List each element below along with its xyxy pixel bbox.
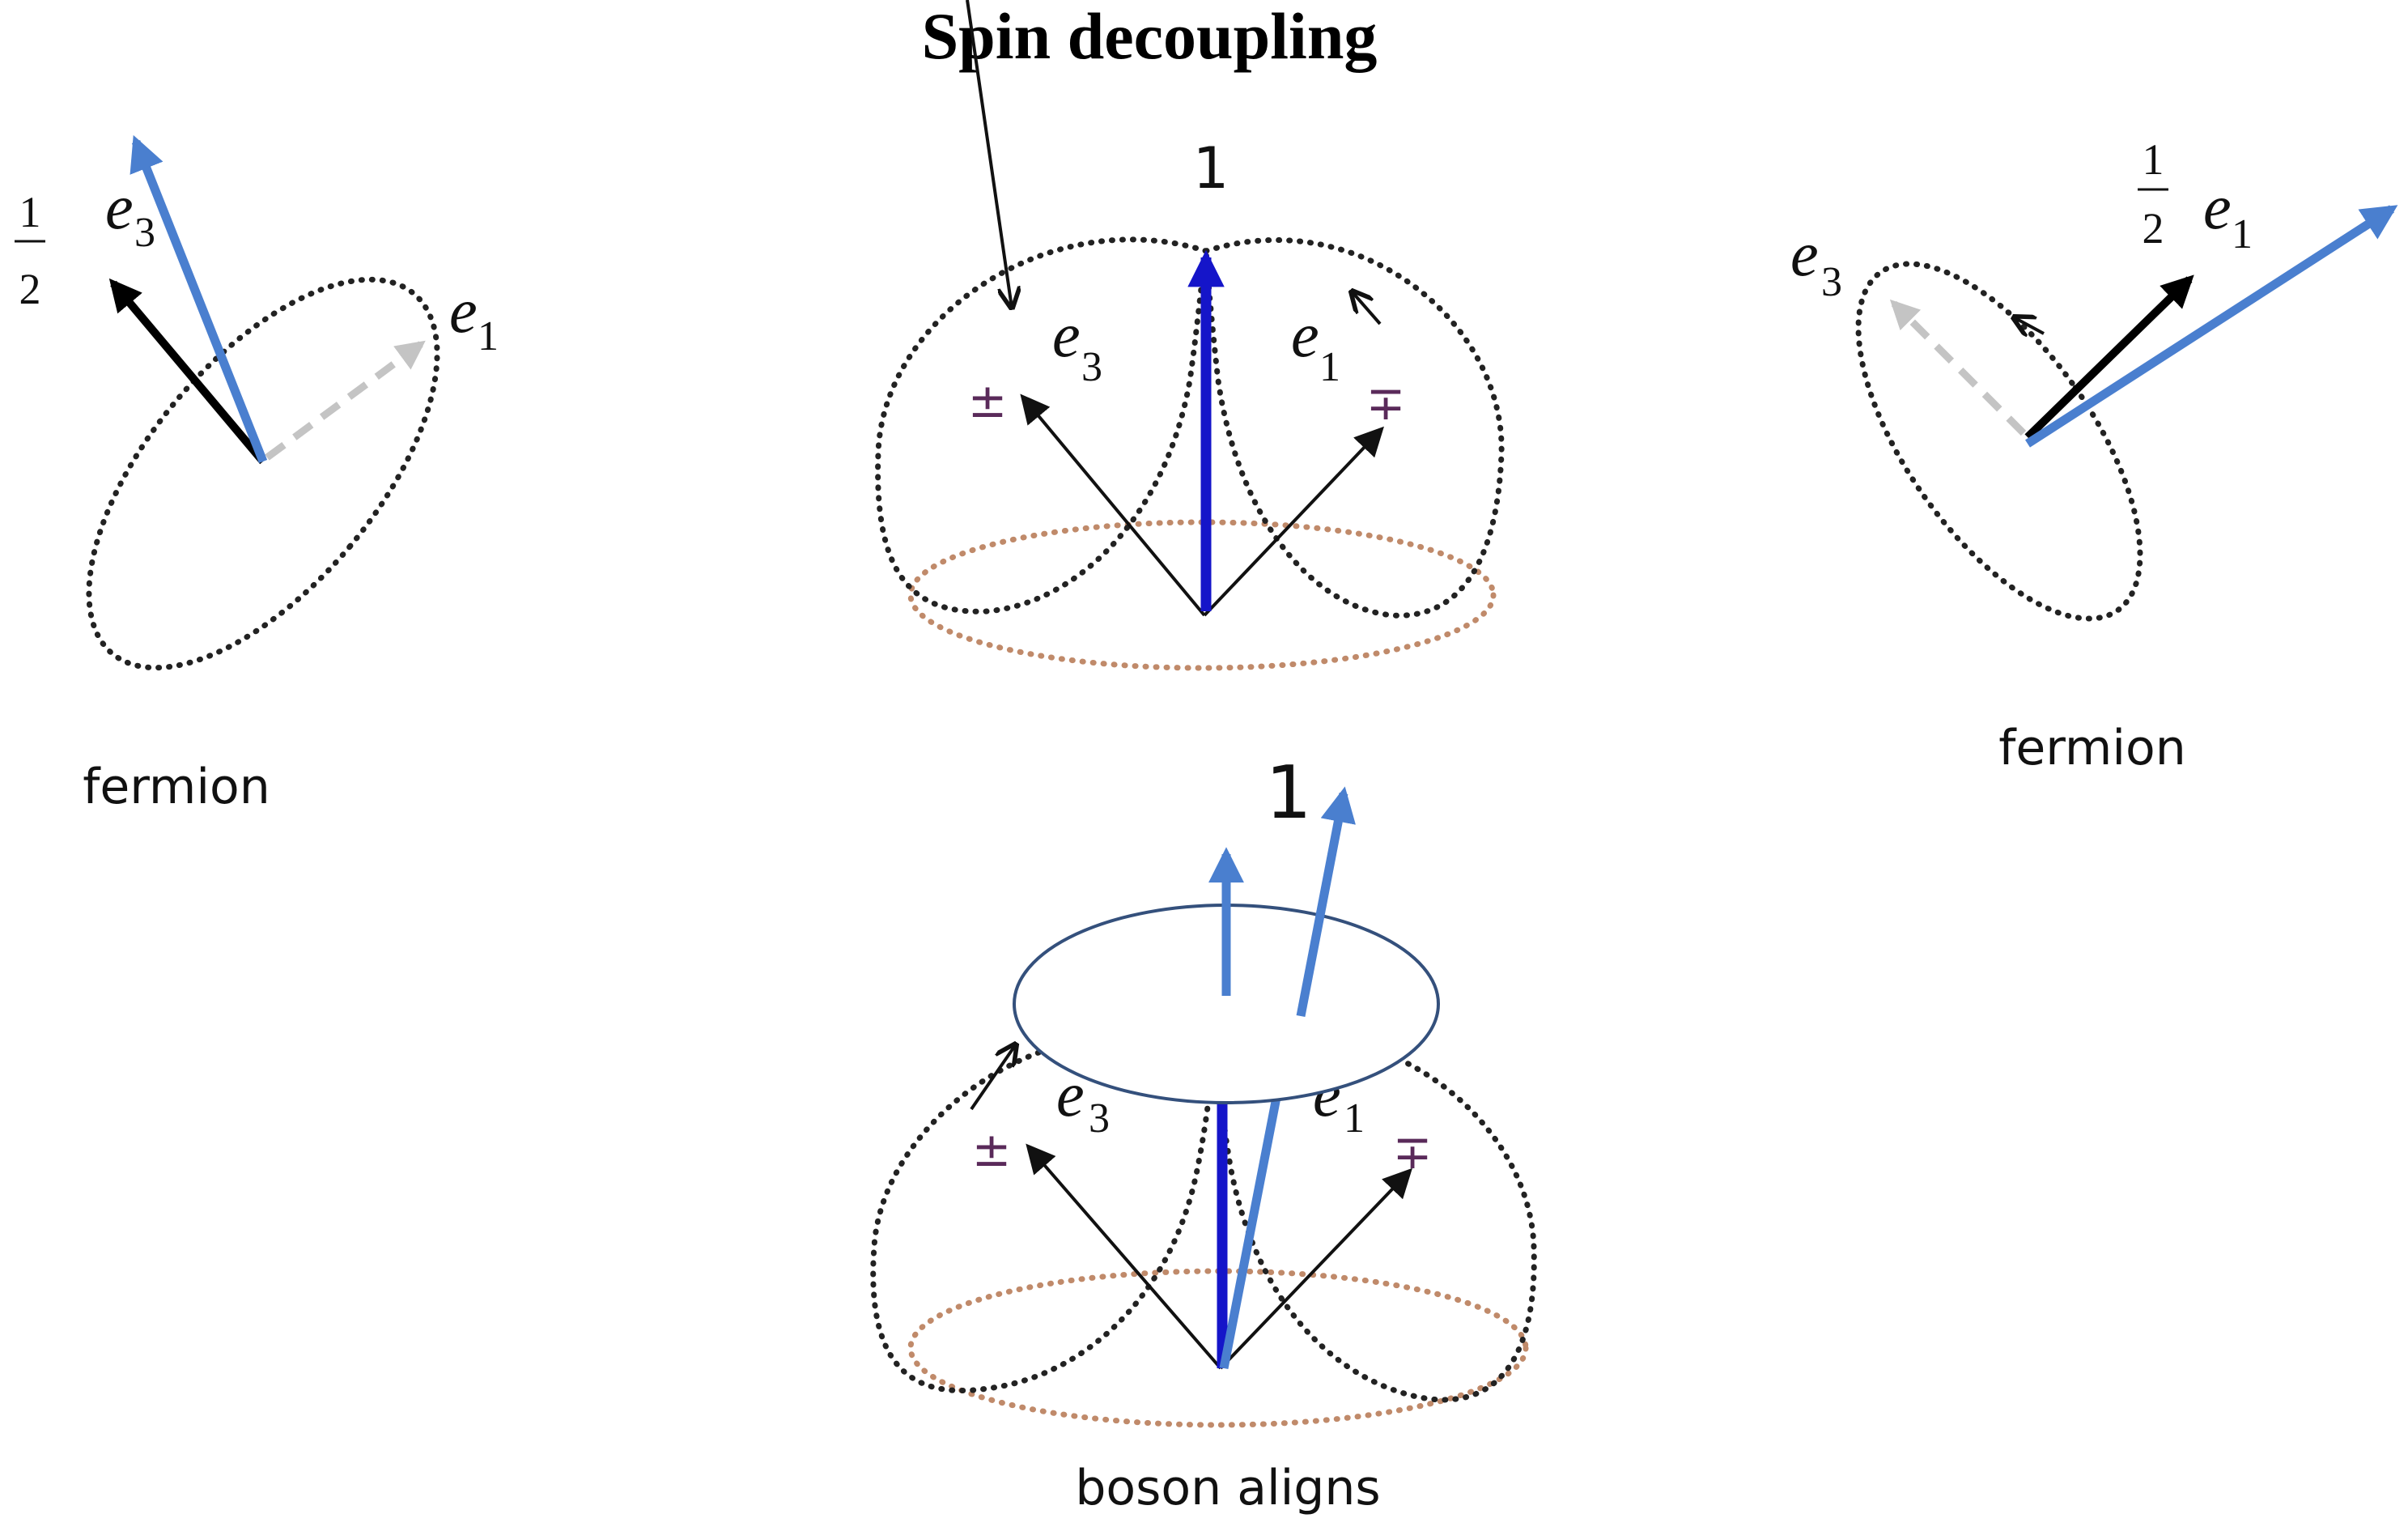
left-e1-letter: e (449, 275, 478, 346)
right-e3-letter: e (1790, 219, 1819, 289)
bottom-open-arrow-left (970, 1044, 1016, 1111)
left-caption: fermion (83, 759, 270, 815)
right-fraction-denominator: 2 (2143, 204, 2164, 253)
bottom-e1-arrow (1219, 1167, 1412, 1370)
bottom-right-dotted-loop (1211, 1031, 1537, 1403)
bottom-boson-panel: e 3 e 1 1 ± ∓ boson aligns (870, 751, 1537, 1516)
right-black-arrow (2024, 274, 2194, 440)
diagram-title: Spin decoupling (922, 0, 1378, 73)
left-e3-subscript: 3 (134, 210, 155, 256)
left-fraction-denominator: 2 (19, 265, 41, 313)
left-fraction-numerator: 1 (19, 188, 41, 236)
right-grey-dashed-arrow (1889, 299, 2027, 436)
right-e1-subscript: 1 (2232, 211, 2253, 257)
left-one-half-fraction: 1 2 (15, 188, 45, 313)
left-grey-dashed-arrow (265, 340, 426, 461)
center-top-e1-subscript: 1 (1319, 344, 1340, 390)
center-top-left-dotted-loop (875, 236, 1209, 615)
center-top-spin-label: 1 (1193, 135, 1229, 202)
center-top-e1-arrow (1203, 426, 1384, 617)
right-e1-label: e 1 (2203, 172, 2253, 257)
center-top-e1-label: e 1 (1291, 300, 1340, 390)
center-top-e3-arrow (1020, 393, 1206, 617)
bottom-e1-label: e 1 (1313, 1059, 1365, 1142)
bottom-spin-label: 1 (1265, 751, 1311, 836)
left-e1-label: e 1 (449, 275, 499, 359)
bottom-plus-minus: ± (972, 1122, 1012, 1177)
right-e3-subscript: 3 (1821, 259, 1842, 305)
bottom-disc-tilted-arrow (1296, 786, 1356, 1018)
left-blue-arrow (130, 134, 268, 464)
center-top-e3-label: e 3 (1052, 300, 1102, 390)
right-blue-arrow (2025, 205, 2398, 448)
left-black-arrow (108, 278, 266, 465)
left-fermion-panel: 1 2 e 3 e 1 fermion (15, 134, 499, 815)
center-top-e1-letter: e (1291, 300, 1319, 370)
right-open-arrow (2014, 317, 2045, 334)
right-fraction-numerator: 1 (2143, 135, 2164, 184)
left-e1-subscript: 1 (478, 313, 499, 359)
bottom-left-dotted-loop (870, 1030, 1217, 1394)
bottom-minus-plus: ∓ (1393, 1125, 1433, 1180)
center-top-open-arrow-left (966, 0, 1012, 308)
bottom-tilted-blue-line (1219, 1083, 1284, 1370)
left-e3-label: e 3 (105, 172, 155, 256)
center-top-right-dotted-loop (1203, 237, 1505, 619)
bottom-e3-subscript: 3 (1089, 1095, 1110, 1142)
left-e3-letter: e (105, 172, 134, 242)
center-top-plus-minus: ± (968, 373, 1008, 428)
right-e3-label: e 3 (1790, 219, 1842, 305)
right-caption: fermion (1998, 720, 2186, 776)
bottom-e1-subscript: 1 (1344, 1095, 1365, 1142)
bottom-caption: boson aligns (1075, 1460, 1380, 1516)
center-top-panel: 1 e 3 e 1 ± ∓ (875, 0, 1505, 671)
right-e1-letter: e (2203, 172, 2232, 242)
center-top-e3-letter: e (1052, 300, 1081, 370)
left-dotted-precession-circle (86, 276, 440, 671)
right-dotted-precession-circle (1855, 261, 2143, 622)
center-top-e3-subscript: 3 (1081, 344, 1102, 390)
bottom-e3-arrow (1026, 1143, 1222, 1370)
center-top-open-arrow-right (1352, 291, 1382, 325)
right-fermion-panel: 1 2 e 1 e 3 fermion (1790, 135, 2398, 776)
right-one-half-fraction: 1 2 (2138, 135, 2168, 253)
center-top-minus-plus: ∓ (1366, 376, 1406, 431)
